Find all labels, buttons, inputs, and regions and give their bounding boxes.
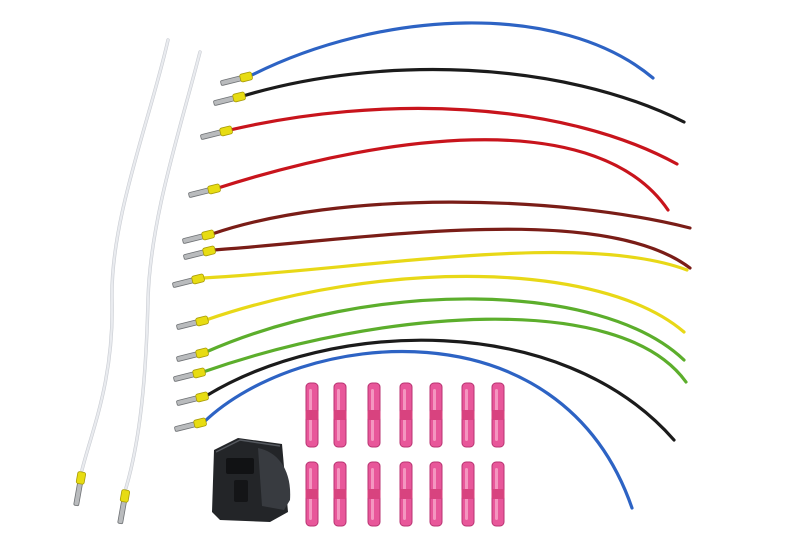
yellow-ferrule xyxy=(202,245,216,257)
heat-shrink-butt-connector-icon xyxy=(367,382,381,448)
terminal xyxy=(172,273,205,288)
butt-crimp-band xyxy=(491,410,505,420)
terminal xyxy=(174,417,207,432)
connector-latch xyxy=(226,458,254,474)
butt-crimp-band xyxy=(333,410,347,420)
wire-brown xyxy=(210,200,692,236)
yellow-ferrule xyxy=(195,391,209,403)
wire-yellow xyxy=(200,250,689,280)
yellow-ferrule xyxy=(239,71,253,83)
butt-crimp-band xyxy=(305,410,319,420)
connector-highlight xyxy=(215,439,281,453)
butt-crimp-band xyxy=(333,489,347,499)
yellow-ferrule xyxy=(191,273,205,285)
metal-pin xyxy=(176,395,199,406)
wire-red xyxy=(216,138,670,212)
metal-pin xyxy=(176,351,199,362)
wire-white-shadow xyxy=(80,38,170,472)
butt-crimp-band xyxy=(491,489,505,499)
terminal xyxy=(176,347,209,362)
metal-pin xyxy=(176,319,199,330)
terminal xyxy=(188,183,221,198)
colored-wires xyxy=(200,21,692,510)
terminal xyxy=(117,489,131,525)
white-wires xyxy=(80,38,202,490)
heat-shrink-butt-connector-icon xyxy=(491,382,505,448)
connector-side xyxy=(258,448,291,510)
metal-pin xyxy=(174,421,197,432)
yellow-ferrule xyxy=(195,315,209,327)
wire-black xyxy=(204,338,676,442)
yellow-ferrule xyxy=(201,229,215,241)
wire-green xyxy=(201,317,688,384)
terminal xyxy=(200,125,233,140)
butt-connectors xyxy=(305,382,505,527)
heat-shrink-butt-connector-icon xyxy=(429,382,443,448)
butt-crimp-band xyxy=(367,410,381,420)
metal-pin xyxy=(183,249,206,260)
heat-shrink-butt-connector-icon xyxy=(305,382,319,448)
wire-white-shadow xyxy=(124,50,202,490)
wire-black xyxy=(241,67,686,124)
butt-crimp-band xyxy=(305,489,319,499)
heat-shrink-butt-connector-icon xyxy=(399,382,413,448)
butt-crimp-band xyxy=(429,489,443,499)
wire-blue xyxy=(248,21,655,80)
wire-blue xyxy=(202,349,634,510)
yellow-ferrule xyxy=(75,471,87,485)
terminal xyxy=(73,471,87,507)
automotive-connector-icon xyxy=(212,438,291,522)
metal-pin xyxy=(173,371,196,382)
terminal xyxy=(183,245,216,260)
yellow-ferrule xyxy=(207,183,221,195)
metal-pin xyxy=(188,187,211,198)
wire-white xyxy=(124,50,202,490)
butt-crimp-band xyxy=(399,410,413,420)
butt-crimp-band xyxy=(429,410,443,420)
metal-pin xyxy=(73,481,83,507)
wire-white xyxy=(80,38,170,472)
connector-slot xyxy=(234,480,248,502)
wire-brown xyxy=(211,227,692,270)
heat-shrink-butt-connector-icon xyxy=(429,461,443,527)
metal-pin xyxy=(182,233,205,244)
yellow-ferrule xyxy=(219,125,233,137)
heat-shrink-butt-connector-icon xyxy=(305,461,319,527)
heat-shrink-butt-connector-icon xyxy=(367,461,381,527)
terminal xyxy=(176,391,209,406)
wire-yellow xyxy=(204,274,686,334)
wire-terminals xyxy=(73,71,253,525)
butt-crimp-band xyxy=(367,489,381,499)
heat-shrink-butt-connector-icon xyxy=(491,461,505,527)
heat-shrink-butt-connector-icon xyxy=(399,461,413,527)
wire-red xyxy=(228,106,679,166)
yellow-ferrule xyxy=(192,367,206,379)
heat-shrink-butt-connector-icon xyxy=(461,461,475,527)
yellow-ferrule xyxy=(232,91,246,103)
heat-shrink-butt-connector-icon xyxy=(333,382,347,448)
wire-green xyxy=(204,297,686,362)
heat-shrink-butt-connector-icon xyxy=(333,461,347,527)
terminal xyxy=(220,71,253,86)
metal-pin xyxy=(172,277,195,288)
yellow-ferrule xyxy=(193,417,207,429)
butt-crimp-band xyxy=(461,489,475,499)
metal-pin xyxy=(117,499,127,525)
butt-crimp-band xyxy=(461,410,475,420)
terminal xyxy=(182,229,215,244)
yellow-ferrule xyxy=(195,347,209,359)
yellow-ferrule xyxy=(119,489,131,503)
terminal xyxy=(176,315,209,330)
metal-pin xyxy=(200,129,223,140)
terminal xyxy=(173,367,206,382)
heat-shrink-butt-connector-icon xyxy=(461,382,475,448)
butt-crimp-band xyxy=(399,489,413,499)
metal-pin xyxy=(220,75,243,86)
metal-pin xyxy=(213,95,236,106)
terminal xyxy=(213,91,246,106)
